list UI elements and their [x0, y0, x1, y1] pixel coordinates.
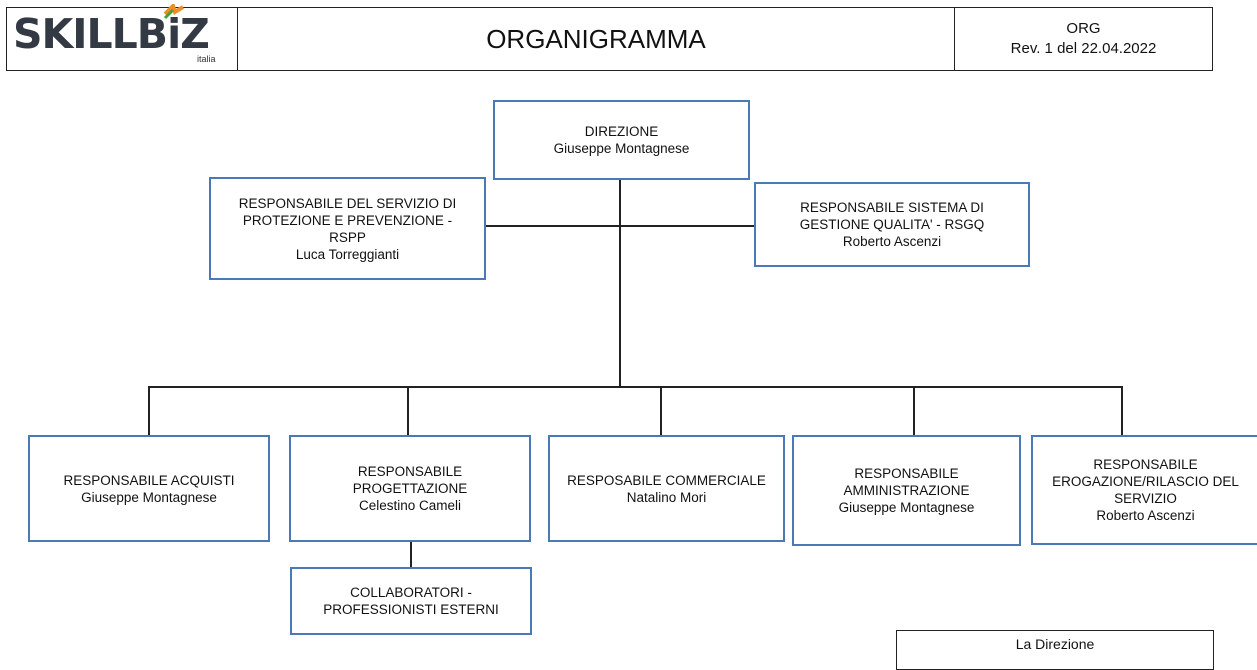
connector-staff: [485, 225, 755, 227]
org-box-amministrazione: RESPONSABILE AMMINISTRAZIONE Giuseppe Mo…: [792, 435, 1021, 546]
org-box-collaboratori: COLLABORATORI - PROFESSIONISTI ESTERNI: [290, 567, 532, 635]
role-label: RESPONSABILE EROGAZIONE/RILASCIO DEL SER…: [1052, 457, 1239, 506]
person-name: Natalino Mori: [626, 489, 707, 505]
person-name: Giuseppe Montagnese: [553, 141, 690, 156]
role-label: RESPONSABILE SISTEMA DI GESTIONE QUALITA…: [799, 200, 985, 232]
role-label: RESPONSABILE PROGETTAZIONE: [352, 464, 468, 496]
connector-drop-amministrazione: [913, 386, 915, 436]
person-name: Roberto Ascenzi: [1096, 508, 1195, 523]
logo-subtitle: italia: [197, 54, 216, 64]
document-title: ORGANIGRAMMA: [238, 8, 955, 70]
connector-drop-commerciale: [660, 386, 662, 436]
connector-collaboratori: [410, 541, 412, 568]
connector-trunk: [619, 180, 621, 387]
document-code: ORG: [1066, 20, 1101, 37]
org-box-commerciale: RESPOSABILE COMMERCIALE Natalino Mori: [548, 435, 785, 542]
role-label: DIREZIONE: [584, 124, 659, 139]
role-label: RESPONSABILE DEL SERVIZIO DI PROTEZIONE …: [238, 195, 457, 245]
connector-drop-erogazione: [1121, 386, 1123, 436]
person-name: Giuseppe Montagnese: [81, 489, 217, 505]
org-box-erogazione: RESPONSABILE EROGAZIONE/RILASCIO DEL SER…: [1031, 435, 1257, 545]
org-box-rspp: RESPONSABILE DEL SERVIZIO DI PROTEZIONE …: [209, 177, 486, 280]
person-name: Luca Torreggianti: [295, 246, 400, 262]
org-box-acquisti: RESPONSABILE ACQUISTI Giuseppe Montagnes…: [28, 435, 270, 542]
role-label: COLLABORATORI - PROFESSIONISTI ESTERNI: [323, 585, 499, 617]
revision-block: ORG Rev. 1 del 22.04.2022: [955, 8, 1212, 70]
signature-box: La Direzione: [896, 630, 1214, 670]
org-box-progettazione: RESPONSABILE PROGETTAZIONE Celestino Cam…: [289, 435, 531, 542]
role-label: RESPONSABILE ACQUISTI: [63, 472, 235, 488]
person-name: Giuseppe Montagnese: [838, 500, 975, 515]
role-label: RESPOSABILE COMMERCIALE: [567, 472, 766, 488]
role-label: RESPONSABILE AMMINISTRAZIONE: [843, 466, 970, 498]
connector-drop-progettazione: [407, 386, 409, 436]
org-box-direzione: DIREZIONE Giuseppe Montagnese: [493, 100, 750, 180]
revision-text: Rev. 1 del 22.04.2022: [1010, 40, 1157, 57]
signature-label: La Direzione: [1015, 636, 1095, 652]
connector-drop-acquisti: [148, 386, 150, 436]
connector-bus: [148, 386, 1122, 388]
person-name: Roberto Ascenzi: [842, 234, 942, 249]
person-name: Celestino Cameli: [358, 498, 462, 513]
org-box-rsgq: RESPONSABILE SISTEMA DI GESTIONE QUALITA…: [754, 182, 1030, 267]
